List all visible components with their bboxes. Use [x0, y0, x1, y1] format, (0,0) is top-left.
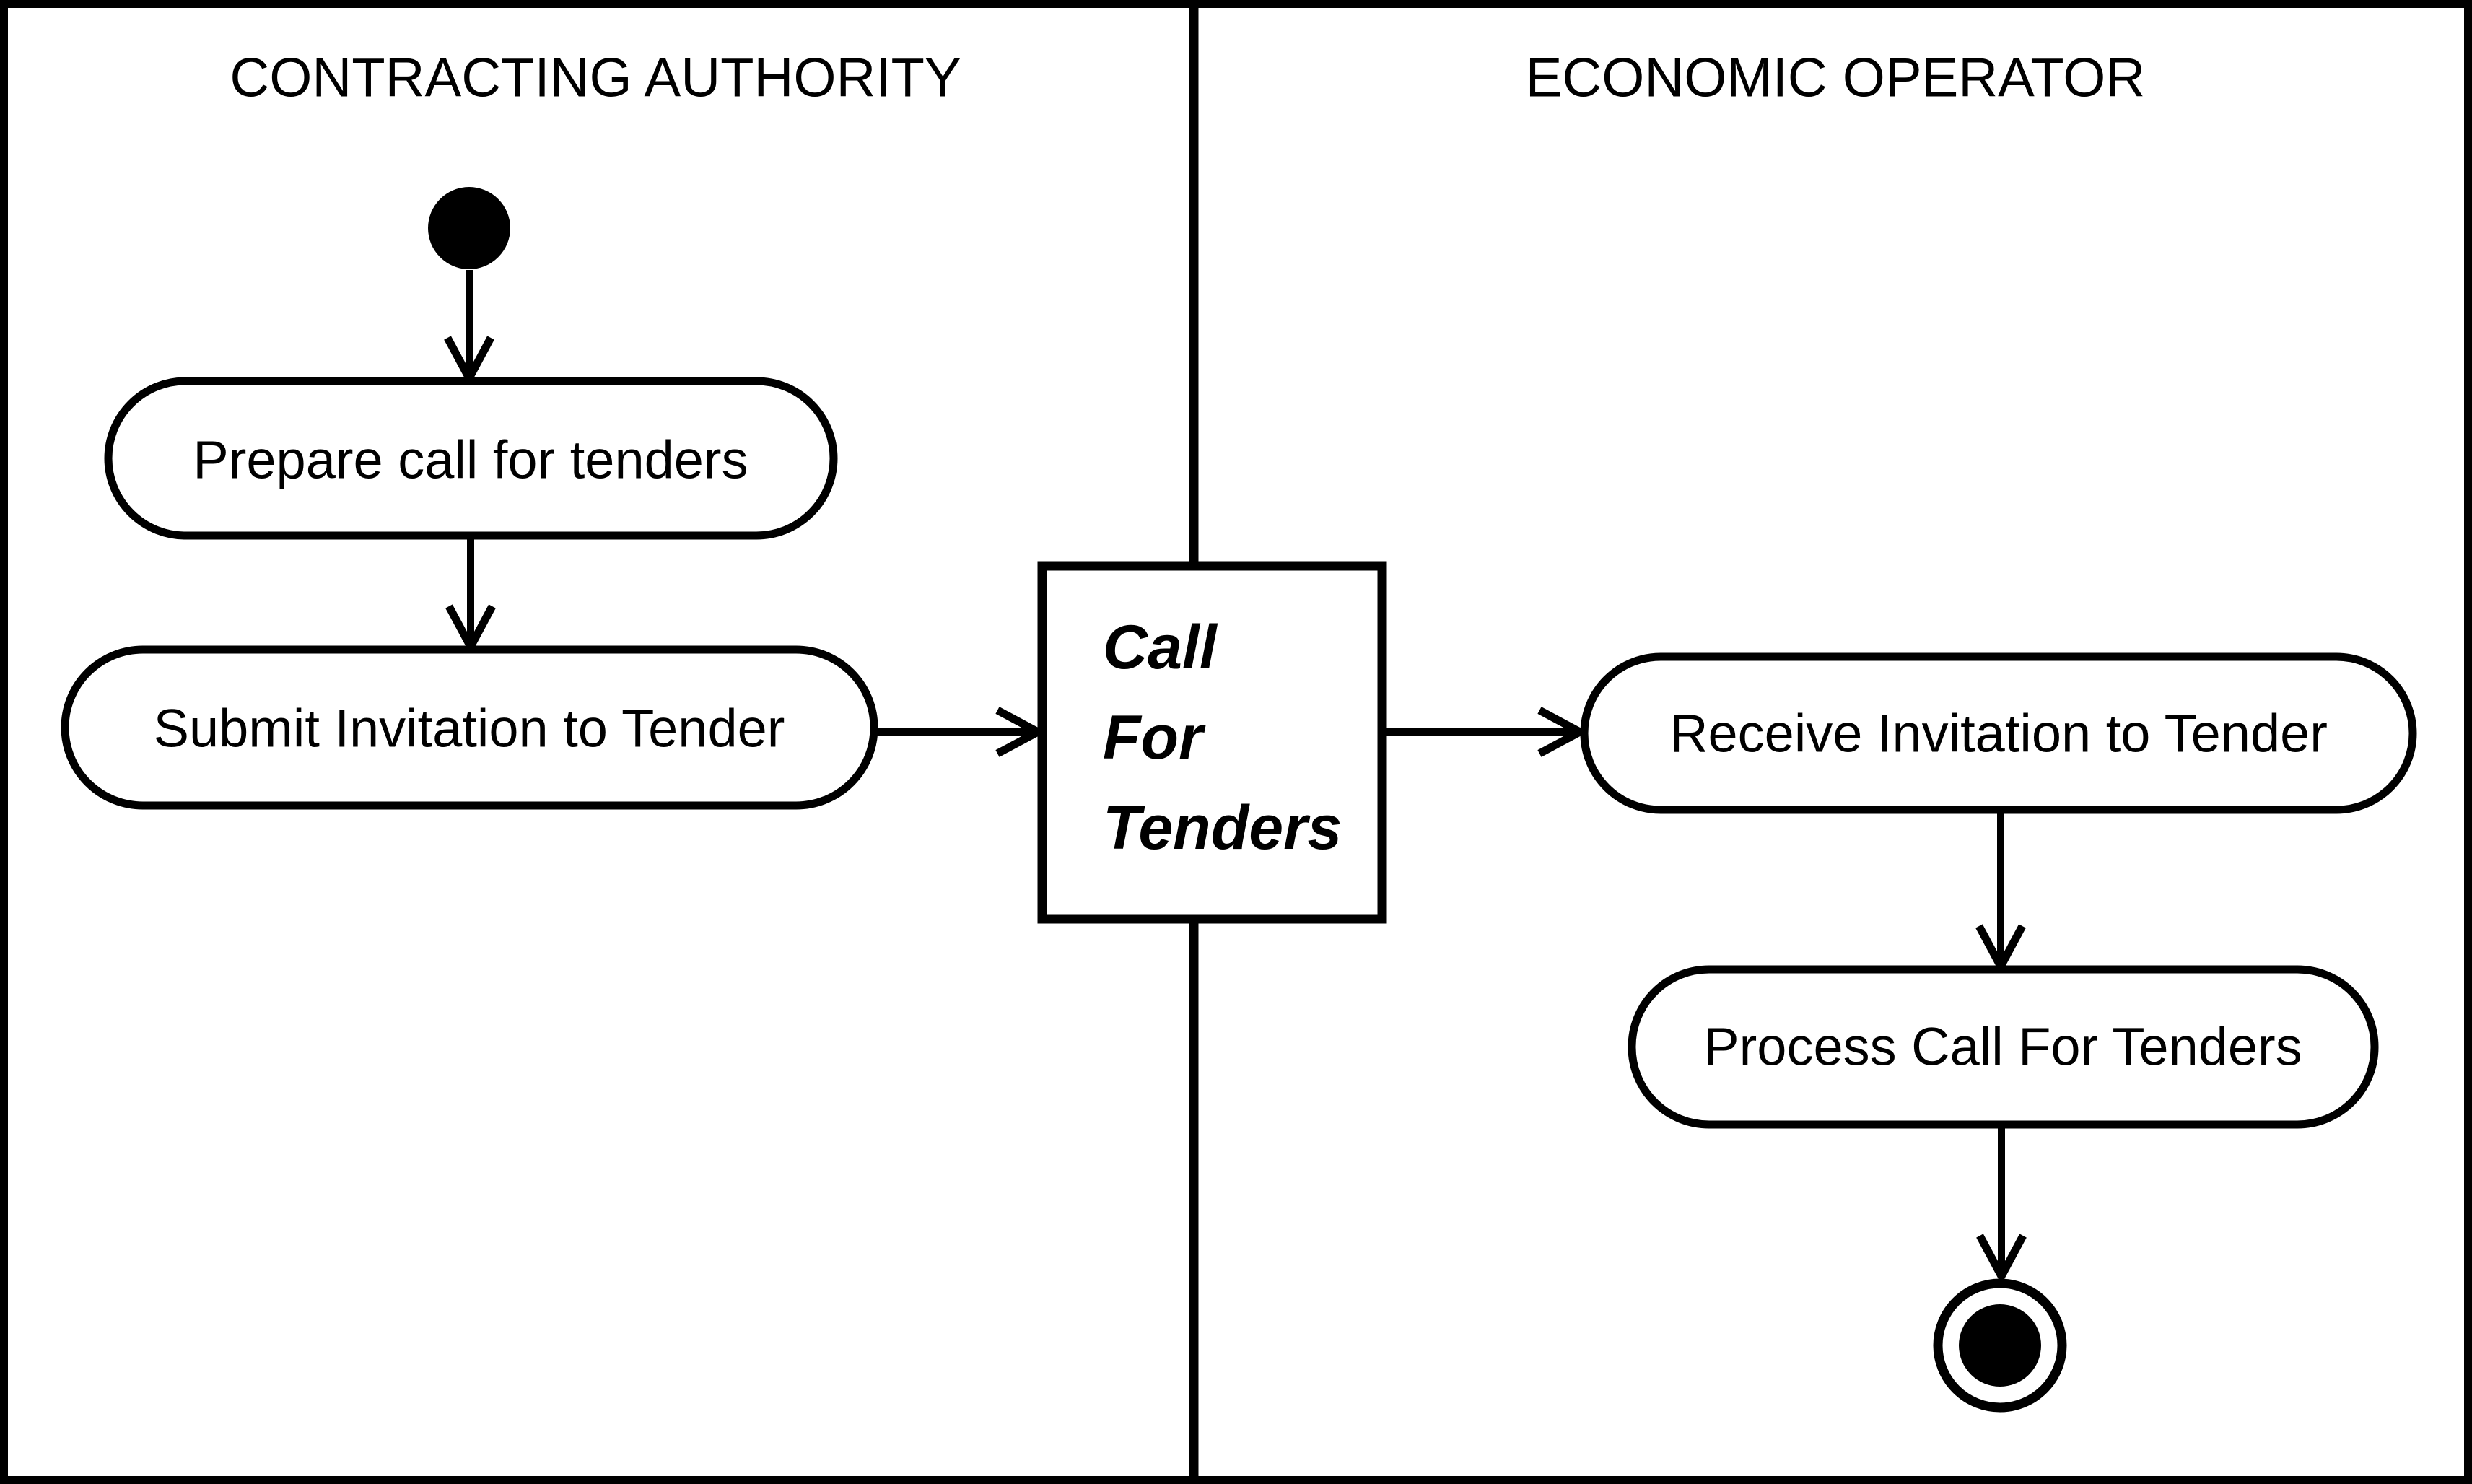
arrowhead-down-icon [1976, 1234, 2027, 1285]
object-label-line-3: Tenders [1103, 793, 1342, 863]
edge-process-to-final [1976, 1125, 2027, 1285]
arrowhead-right-icon [1537, 707, 1589, 757]
object-label-line-1: Call [1103, 613, 1218, 682]
final-node-outer-ring [1933, 1278, 2067, 1413]
activity-process-call-for-tenders-label: Process Call For Tenders [1703, 1017, 2302, 1077]
activity-submit-invitation-to-tender-label: Submit Invitation to Tender [154, 699, 785, 759]
activity-receive-invitation-to-tender-label: Receive Invitation to Tender [1669, 704, 2328, 764]
object-label-line-2: For [1103, 703, 1206, 772]
initial-node [428, 187, 510, 269]
activity-prepare-call-for-tenders-label: Prepare call for tenders [193, 430, 748, 490]
object-node-call-for-tenders-label: Call For Tenders [1103, 613, 1342, 863]
object-node-call-for-tenders [1037, 561, 1387, 924]
lane-title-contracting-authority: CONTRACTING AUTHORITY [230, 48, 961, 109]
edge-call-for-tenders-to-receive [1382, 707, 1589, 757]
final-node-inner-dot [1959, 1304, 2041, 1387]
final-node [1933, 1278, 2067, 1413]
lane-title-economic-operator: ECONOMIC OPERATOR [1526, 48, 2146, 109]
